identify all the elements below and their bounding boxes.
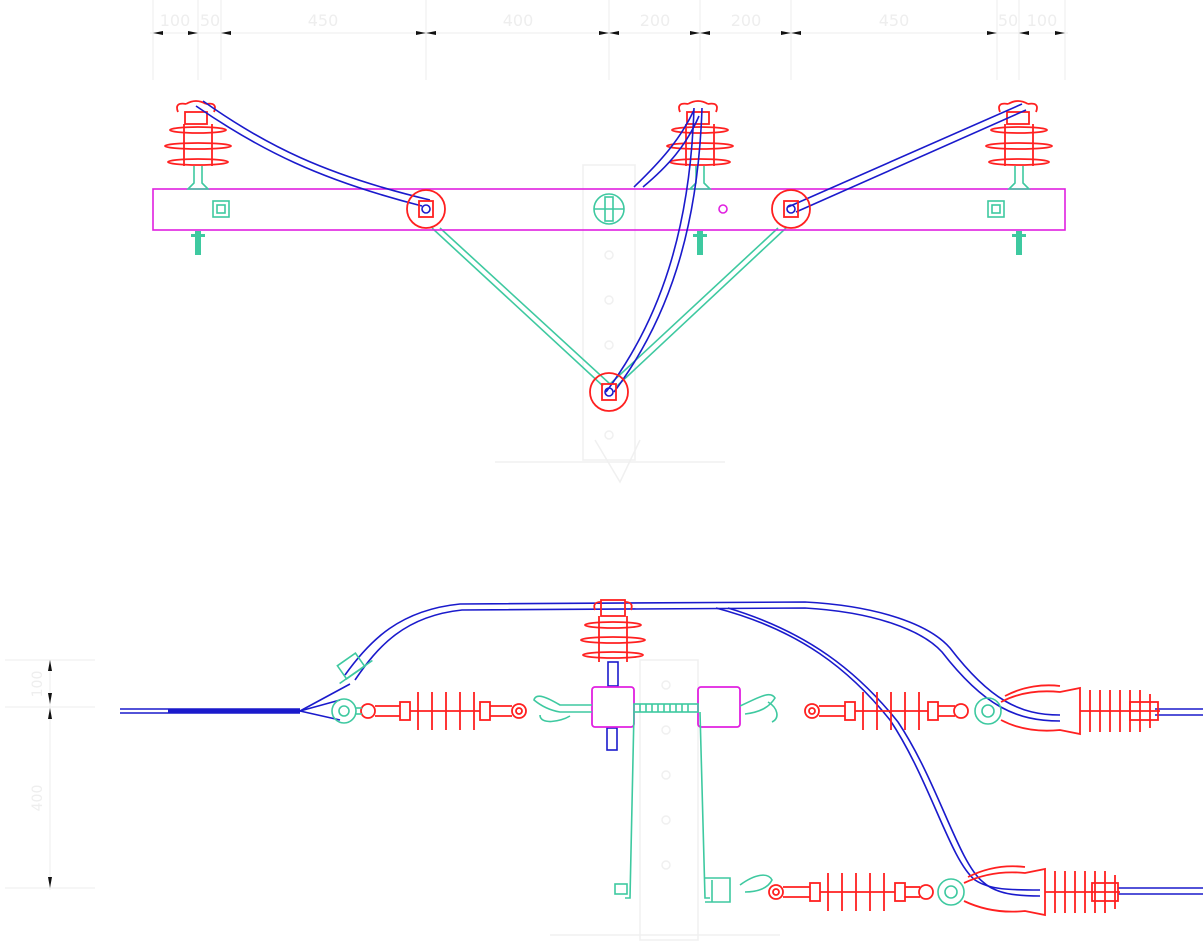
dim-label: 400: [30, 785, 46, 812]
bolt-stubs: [191, 231, 1026, 255]
pin-insulator-side: [580, 599, 646, 662]
top-dimension-chain: 100 50 450 400 200 200 450 50 100: [150, 0, 1068, 80]
crossarm: [152, 188, 1066, 231]
conductor-side-view: [120, 601, 1203, 897]
insulator-pins: [186, 166, 1031, 190]
dim-label: 450: [308, 11, 339, 30]
pole-outline-top: [495, 164, 725, 484]
small-hole: [718, 204, 728, 214]
insulator-pin-side: [606, 661, 619, 751]
eye-link-right-lower: [937, 878, 965, 906]
pin-insulator-left: [164, 100, 232, 166]
spool-insulator: [406, 189, 811, 412]
square-washer: [212, 200, 1005, 218]
dim-label: 50: [998, 11, 1018, 30]
strain-insulator-left: [360, 692, 527, 730]
side-dimension-chain: 100 400: [5, 659, 95, 890]
tension-clamp-upper: [1000, 684, 1160, 736]
dim-label: 400: [503, 11, 534, 30]
groove-clamp: [336, 652, 373, 685]
conductor-top-view: [195, 100, 1027, 393]
pole-outline-side: [550, 659, 780, 941]
dim-label: 100: [30, 671, 46, 698]
dim-label: 450: [879, 11, 910, 30]
dim-label: 50: [200, 11, 220, 30]
crossarm-braces: [431, 227, 787, 387]
strain-insulator-right-upper: [804, 692, 969, 730]
dim-label: 200: [731, 11, 762, 30]
pin-insulator-right: [985, 100, 1053, 166]
pole-bolt: [593, 193, 625, 225]
dim-label: 200: [640, 11, 671, 30]
eye-link-right-upper: [974, 697, 1002, 725]
pole-clamp: [591, 686, 741, 728]
bracket-arms: [614, 711, 713, 902]
eye-link-left: [331, 698, 362, 724]
dim-label: 100: [1027, 11, 1058, 30]
threaded-rod: [633, 703, 699, 713]
spool-bolt: [421, 204, 796, 397]
dim-label: 100: [160, 11, 191, 30]
tension-clamp-lower: [963, 865, 1120, 917]
clevis-hook: [533, 693, 778, 903]
strain-insulator-right-lower: [768, 873, 934, 911]
